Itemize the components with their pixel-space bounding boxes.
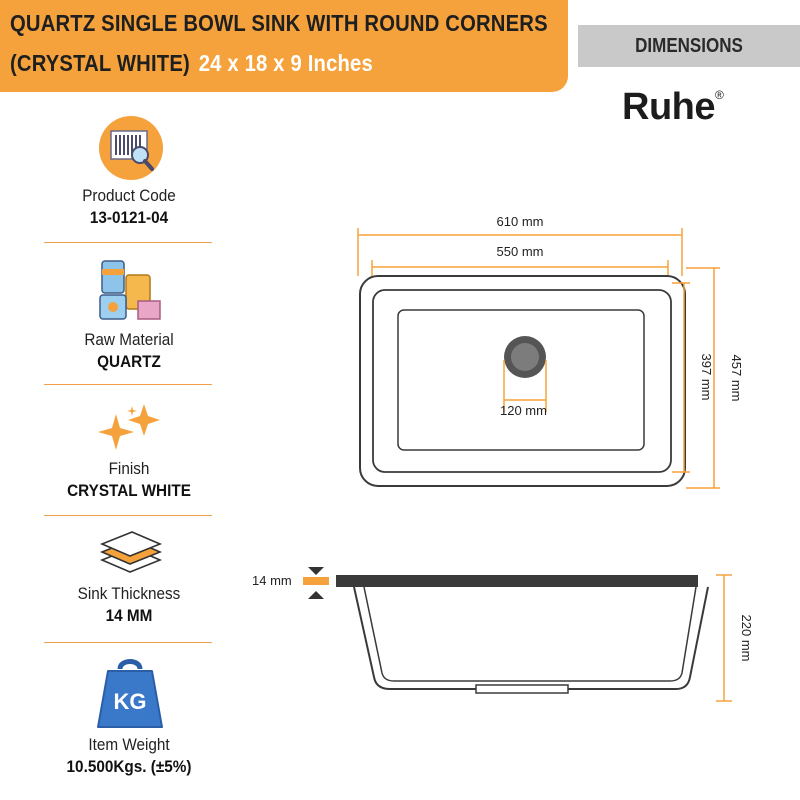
title-banner [0, 0, 568, 92]
spec-label: Item Weight [88, 735, 170, 754]
outer-width-label: 610 mm [497, 214, 544, 229]
drain-label: 120 mm [500, 403, 547, 418]
spec-label: Raw Material [84, 330, 174, 349]
spec-finish: Finish CRYSTAL WHITE [44, 459, 214, 501]
depth-label: 220 mm [739, 615, 754, 662]
layers-icon [96, 530, 166, 585]
thickness-marker [303, 577, 329, 585]
spec-value: QUARTZ [97, 352, 161, 371]
registered-mark: ® [715, 88, 724, 102]
product-title: QUARTZ SINGLE BOWL SINK WITH ROUND CORNE… [10, 10, 548, 36]
drain-outlet [475, 684, 569, 694]
spec-value: 14 MM [105, 606, 153, 625]
brand-logo: Ruhe® [622, 86, 724, 129]
brand-name: Ruhe [622, 86, 716, 128]
kg-weight-icon: KG [96, 655, 164, 736]
divider [44, 642, 212, 643]
spec-product-code: Product Code 13-0121-04 [44, 186, 214, 228]
inner-length-label: 397 mm [699, 354, 714, 401]
divider [44, 384, 212, 385]
spec-value: 13-0121-04 [89, 208, 169, 227]
divider [44, 515, 212, 516]
kg-badge: KG [114, 689, 147, 714]
bowl-inner-wall [363, 586, 697, 682]
spec-label: Product Code [82, 186, 176, 205]
finish-title: (CRYSTAL WHITE) [10, 50, 190, 76]
spec-value: CRYSTAL WHITE [67, 481, 191, 500]
spec-label: Finish [108, 459, 150, 478]
sink-bowl-outline [397, 309, 645, 451]
spec-value: 10.500Kgs. (±5%) [66, 757, 192, 776]
outer-length-label: 457 mm [729, 355, 744, 402]
inner-width-label: 550 mm [497, 244, 544, 259]
dimensions-tab-label: DIMENSIONS [635, 35, 743, 57]
sink-flange [336, 575, 698, 587]
sparkle-icon [96, 402, 166, 457]
top-view-drawing: 610 mm 550 mm 120 mm 397 mm 457 mm [357, 214, 744, 489]
barcode-magnifier-icon [98, 115, 164, 186]
size-title: 24 x 18 x 9 Inches [198, 50, 373, 76]
divider [44, 242, 212, 243]
material-barrels-icon [96, 255, 166, 330]
spec-item-weight: Item Weight 10.500Kgs. (±5%) [34, 735, 224, 777]
spec-raw-material: Raw Material QUARTZ [44, 330, 214, 372]
product-subtitle: (CRYSTAL WHITE) 24 x 18 x 9 Inches [10, 50, 373, 77]
spec-sink-thickness: Sink Thickness 14 MM [44, 584, 214, 626]
drain-inner [511, 343, 539, 371]
bowl-outer-wall [353, 586, 709, 690]
spec-label: Sink Thickness [77, 584, 181, 603]
side-view-drawing: 14 mm 220 mm [252, 567, 754, 702]
dimensions-tab: DIMENSIONS [578, 25, 800, 67]
thickness-label: 14 mm [252, 573, 292, 588]
